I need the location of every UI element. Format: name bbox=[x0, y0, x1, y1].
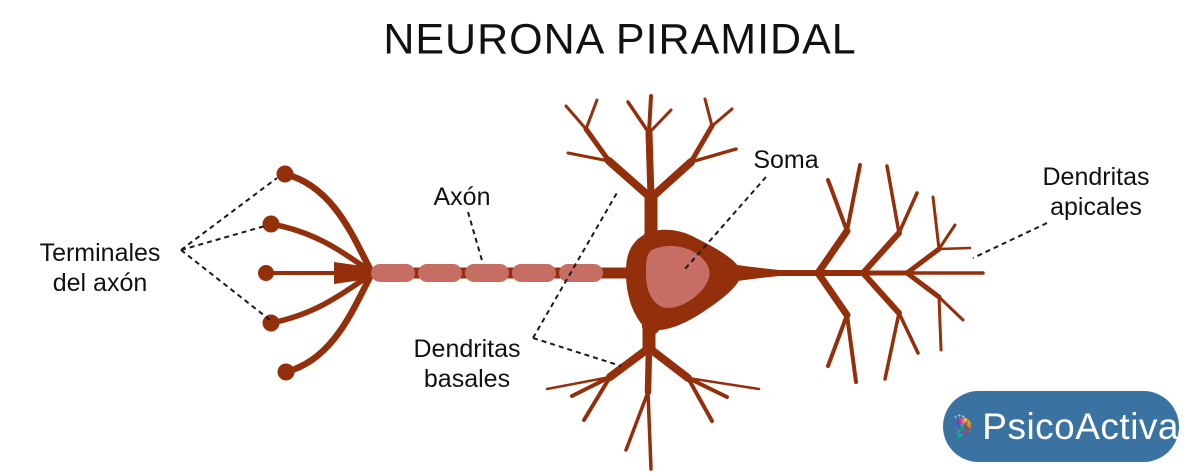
axon-myelin bbox=[356, 264, 646, 282]
label-axon-terminals-line2: del axón bbox=[52, 269, 148, 297]
label-axon-terminals-line1: Terminales bbox=[39, 239, 161, 267]
pointer-apicales bbox=[972, 222, 1048, 259]
pointer-basales-lower bbox=[532, 337, 622, 367]
label-apical-dendrites-line1: Dendritas bbox=[1042, 163, 1150, 191]
myelin-segment bbox=[418, 264, 462, 282]
label-basal-dendrites: Dendritas basales bbox=[414, 334, 521, 394]
pointer-terminales-1 bbox=[180, 177, 278, 251]
myelin-segment bbox=[465, 264, 509, 282]
label-soma: Soma bbox=[753, 146, 819, 174]
pointer-basales-upper bbox=[532, 190, 619, 339]
myelin-segment bbox=[559, 264, 603, 282]
pointer-axon bbox=[467, 211, 484, 265]
brain-icon bbox=[954, 413, 972, 440]
label-apical-dendrites: Dendritas apicales bbox=[1043, 162, 1150, 222]
myelin-segment bbox=[371, 264, 415, 282]
label-apical-dendrites-line2: apicales bbox=[1050, 193, 1142, 221]
soma-cytoplasm bbox=[646, 245, 710, 309]
pointer-terminales-3 bbox=[180, 249, 271, 321]
label-axon: Axón bbox=[433, 183, 491, 211]
basal-dendrites-upper bbox=[564, 94, 738, 247]
pointer-terminales-2 bbox=[180, 225, 266, 251]
psicoactiva-logo: PsicoActiva bbox=[943, 391, 1179, 462]
page-title: NEURONA PIRAMIDAL bbox=[383, 15, 857, 64]
apical-dendrites-tree bbox=[738, 163, 985, 384]
label-basal-dendrites-line2: basales bbox=[423, 365, 511, 393]
label-axon-terminals: Terminales del axón bbox=[40, 238, 161, 298]
pointer-lines bbox=[180, 176, 1048, 367]
logo-text: PsicoActiva bbox=[982, 405, 1179, 447]
axon-terminals bbox=[258, 165, 376, 381]
myelin-segment bbox=[512, 264, 556, 282]
pointer-soma bbox=[684, 176, 767, 270]
label-basal-dendrites-line1: Dendritas bbox=[413, 335, 521, 363]
basal-dendrites-lower bbox=[545, 319, 761, 471]
